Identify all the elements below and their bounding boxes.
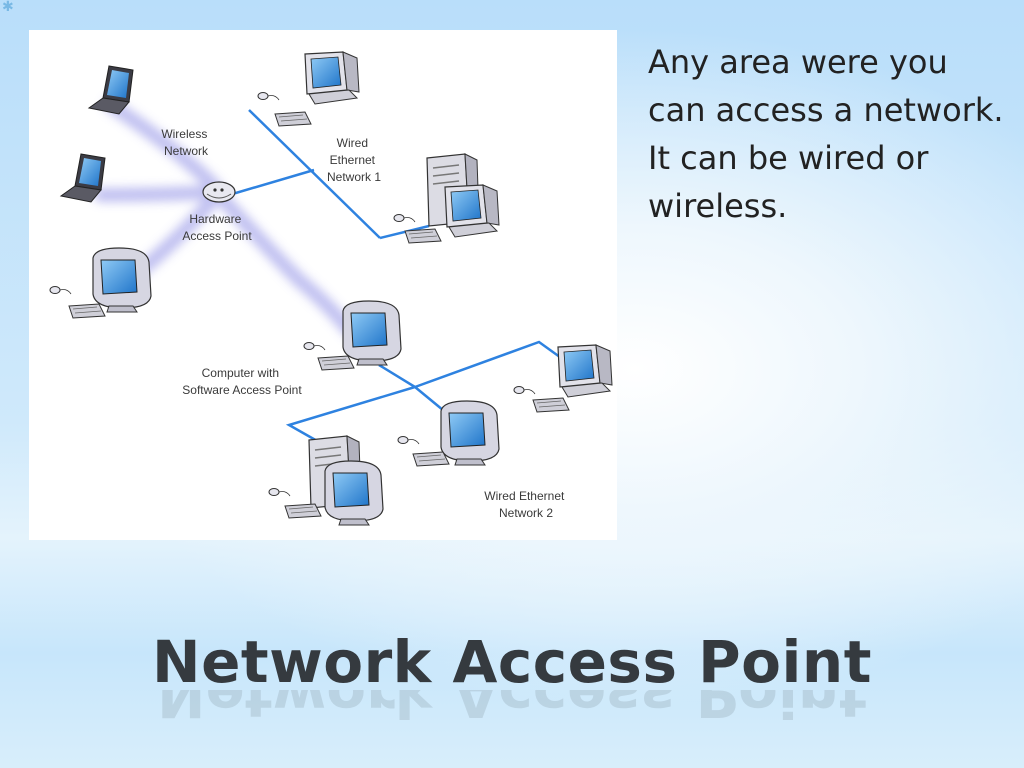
desktop-computer-icon xyxy=(440,400,500,466)
keyboard-icon xyxy=(412,451,450,467)
wireless-network-label-line: Wireless xyxy=(161,127,207,141)
slide-title-reflection: Network Access Point xyxy=(157,690,867,730)
keyboard-icon xyxy=(317,355,355,371)
mouse-icon xyxy=(257,92,280,101)
wired-ethernet-network-1-label: Wired Ethernet Network 1 xyxy=(327,136,381,184)
desktop-computer-icon xyxy=(304,51,360,105)
ethernet-network-1-lines xyxy=(228,109,430,240)
desktop-computer-icon xyxy=(444,184,500,238)
wireless-network-label: Wireless Network xyxy=(161,127,210,158)
software-access-point-label: Computer with Software Access Point xyxy=(182,366,302,397)
mouse-icon xyxy=(393,214,416,223)
slide-title: Network Access Point xyxy=(152,628,872,696)
keyboard-icon xyxy=(404,228,442,244)
software-access-point-label-line: Software Access Point xyxy=(182,383,302,397)
laptop-icon xyxy=(88,65,134,115)
software-access-point-label-line: Computer with xyxy=(202,366,279,380)
software-access-point-computer-icon xyxy=(342,300,402,366)
mouse-icon xyxy=(513,386,536,395)
wired-network-2-label-line: Wired Ethernet xyxy=(484,489,565,503)
keyboard-icon xyxy=(532,397,570,413)
mouse-icon xyxy=(49,286,72,295)
desktop-computer-icon xyxy=(92,247,152,313)
corner-star-icon: ✱ xyxy=(2,0,14,15)
hardware-access-point-label: Hardware Access Point xyxy=(182,212,252,243)
keyboard-icon xyxy=(284,503,322,519)
desktop-computer-icon xyxy=(324,460,384,526)
hardware-access-point-icon xyxy=(202,181,236,203)
hardware-access-point-label-line: Access Point xyxy=(182,229,252,243)
wired-network-1-label-line: Network 1 xyxy=(327,170,381,184)
mouse-icon xyxy=(303,342,326,351)
desktop-computer-icon xyxy=(557,344,613,398)
wireless-network-label-line: Network xyxy=(164,144,209,158)
slide-body-text: Any area were you can access a network. … xyxy=(648,43,1004,225)
mouse-icon xyxy=(268,488,291,497)
network-diagram: Wireless Network Wired Ethernet Network … xyxy=(29,30,617,540)
wired-network-1-label-line: Ethernet xyxy=(330,153,376,167)
wired-network-1-label-line: Wired xyxy=(337,136,368,150)
keyboard-icon xyxy=(274,111,312,127)
keyboard-icon xyxy=(68,303,106,319)
wired-network-2-label-line: Network 2 xyxy=(499,506,553,520)
mouse-icon xyxy=(397,436,420,445)
hardware-access-point-label-line: Hardware xyxy=(189,212,241,226)
wired-ethernet-network-2-label: Wired Ethernet Network 2 xyxy=(484,489,567,520)
